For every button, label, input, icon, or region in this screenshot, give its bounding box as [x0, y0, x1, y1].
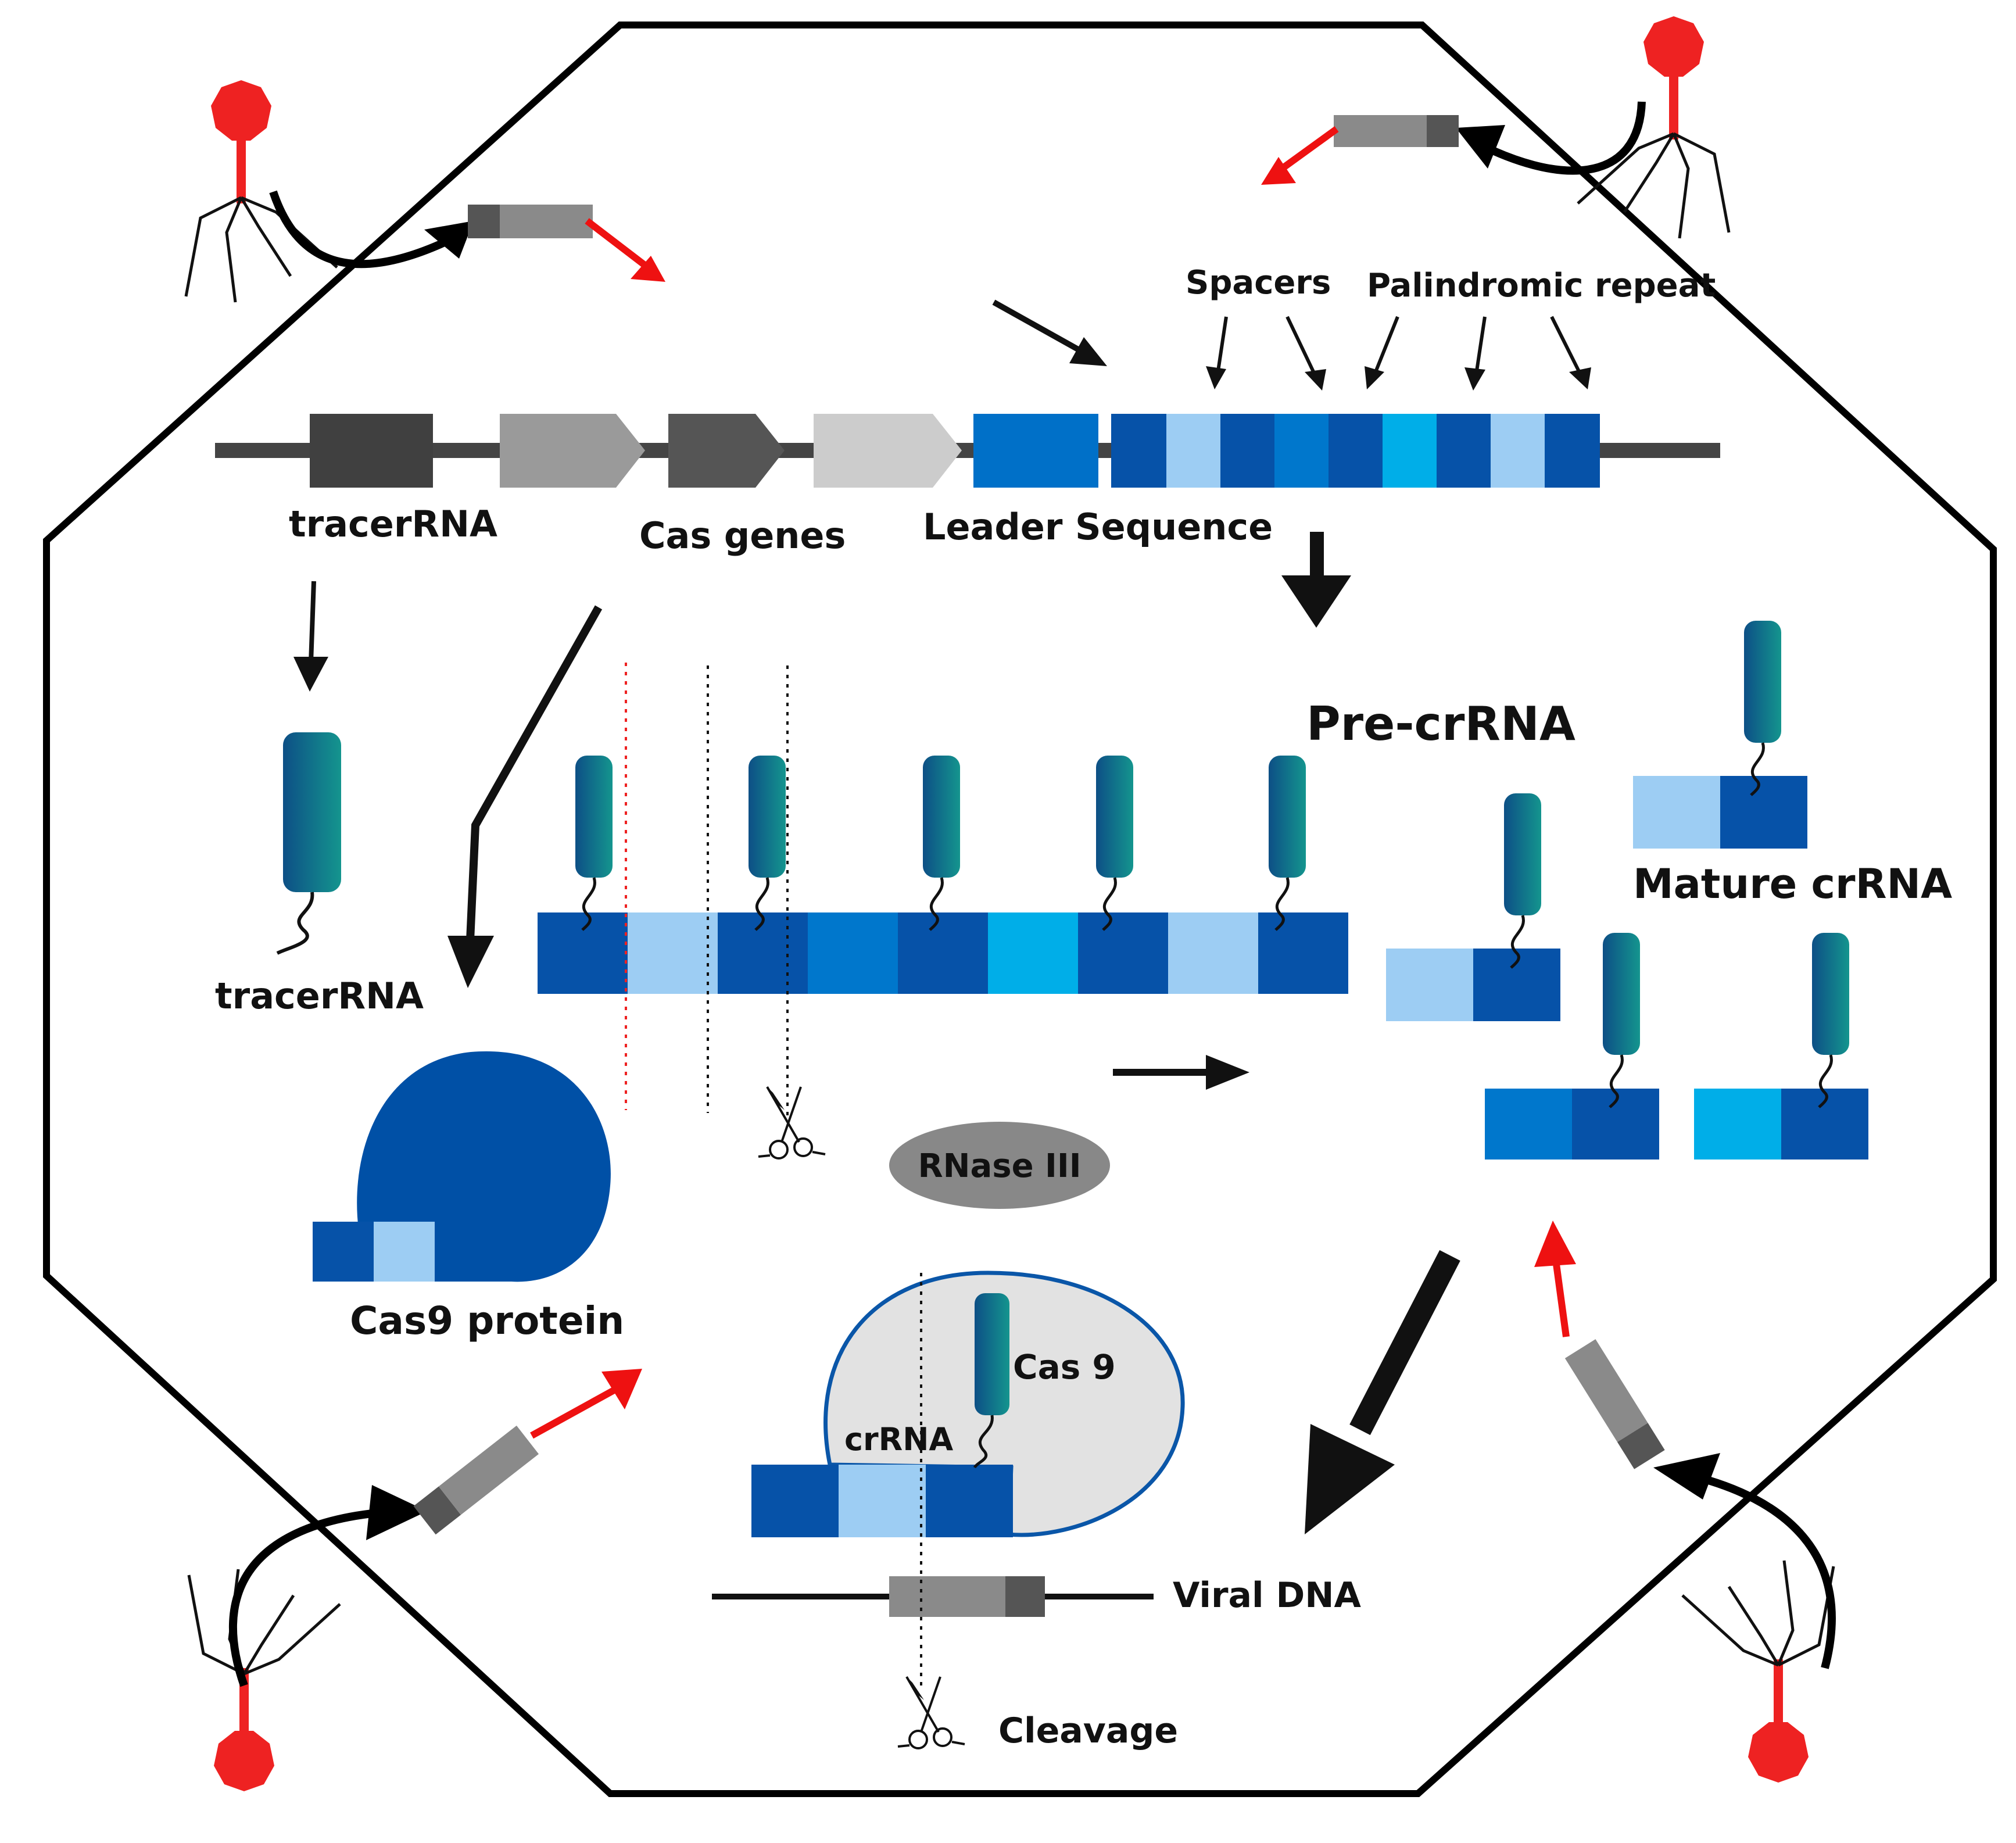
mature-crrna-fragment	[1694, 933, 1868, 1160]
leader-sequence-block	[973, 414, 1098, 488]
rnase-iii-ellipse	[889, 1122, 1110, 1209]
tracer-rna-gene	[310, 414, 433, 488]
injection-arrow	[269, 190, 461, 269]
scissors-icon	[757, 1086, 826, 1160]
cas9-protein-label: Cas9 protein	[350, 1298, 624, 1343]
phage-icon	[186, 80, 337, 302]
phage-icon	[1682, 1561, 1834, 1783]
cas-genes-label: Cas genes	[639, 514, 846, 557]
cas-gene	[668, 414, 785, 488]
crrna-hairpin	[749, 756, 786, 930]
viral-dna	[712, 1576, 1154, 1617]
cas9-protein	[313, 1051, 611, 1282]
phage-icon	[189, 1569, 340, 1791]
mature-crrna-fragment	[1485, 933, 1659, 1160]
scissors-icon	[897, 1676, 966, 1749]
mature-crrna-fragment	[1633, 621, 1807, 849]
mature-crrna-fragment	[1386, 793, 1560, 1021]
injection-arrow	[229, 1507, 402, 1687]
cas-gene	[500, 414, 645, 488]
crrna-hairpin	[1269, 756, 1306, 930]
leader-sequence-label: Leader Sequence	[923, 506, 1273, 548]
crispr-locus	[215, 414, 1720, 488]
injection-arrow	[1667, 1466, 1836, 1669]
crrna-hairpin	[575, 756, 613, 930]
cleavage-label: Cleavage	[998, 1710, 1178, 1751]
cas9-label: Cas 9	[1013, 1347, 1116, 1387]
cas9-complex	[751, 1271, 1185, 1537]
tracer-rna-hairpin	[276, 732, 341, 955]
crrna-hairpin	[923, 756, 960, 930]
rnase-iii-label: RNase III	[918, 1147, 1081, 1185]
injection-arrow	[1468, 101, 1646, 175]
repeat-spacer-array	[1111, 414, 1600, 488]
cell-outline	[43, 22, 1997, 1797]
palindromic-repeat-label: Palindromic repeat	[1367, 267, 1716, 305]
tracer-rna-label: tracerRNA	[215, 975, 424, 1017]
spacers-label: Spacers	[1186, 264, 1331, 302]
crrna-label: crRNA	[844, 1421, 953, 1458]
pre-crrna-label: Pre-crRNA	[1306, 697, 1575, 751]
cas-gene	[814, 414, 962, 488]
mature-crrna-label: Mature crRNA	[1633, 860, 1952, 908]
phage-icon	[1578, 16, 1729, 238]
viral-dna-label: Viral DNA	[1173, 1575, 1362, 1616]
pre-crrna-strip	[538, 912, 1348, 994]
crrna-hairpin	[1096, 756, 1133, 930]
tracer-rna-gene-label: tracerRNA	[289, 503, 497, 545]
